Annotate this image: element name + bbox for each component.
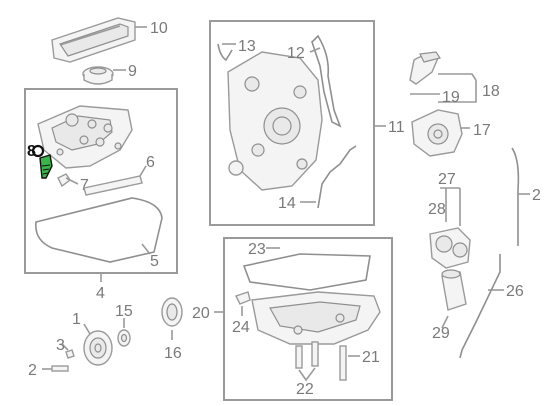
callout-22[interactable]: 22	[296, 381, 314, 398]
oil-filler-cap-part[interactable]	[82, 66, 114, 85]
callout-13[interactable]: 13	[238, 38, 256, 55]
callout-16[interactable]: 16	[164, 345, 182, 362]
callout-24[interactable]: 24	[232, 319, 250, 336]
callout-15[interactable]: 15	[115, 303, 133, 320]
oil-pan-group-box	[223, 237, 393, 401]
oil-filter-housing-part[interactable]	[429, 227, 471, 269]
callout-11[interactable]: 11	[388, 119, 405, 136]
dipstick-part[interactable]	[511, 147, 520, 246]
callout-6[interactable]: 6	[146, 154, 155, 171]
callout-7[interactable]: 7	[80, 177, 89, 194]
callout-9[interactable]: 9	[128, 63, 137, 80]
valve-cover-part[interactable]	[37, 105, 133, 169]
callout-3[interactable]: 3	[56, 337, 65, 354]
oil-filter-part[interactable]	[441, 269, 467, 311]
callout-17[interactable]: 17	[473, 122, 491, 139]
front-seal-part[interactable]	[161, 297, 183, 327]
callout-29[interactable]: 29	[432, 325, 450, 342]
seal-13-part[interactable]	[217, 43, 233, 62]
callout-12[interactable]: 12	[287, 45, 305, 62]
engine-cover-part[interactable]	[51, 17, 136, 63]
callout-25[interactable]: 2	[532, 187, 541, 204]
callout-28[interactable]: 28	[428, 201, 446, 218]
valve-cover-bolt-part[interactable]	[39, 154, 53, 179]
leader-18	[438, 73, 477, 103]
leader-12	[309, 47, 321, 53]
pan-bolts-part[interactable]	[295, 341, 319, 369]
leader-1	[83, 323, 91, 335]
leader-29	[441, 315, 449, 329]
callout-18[interactable]: 18	[482, 83, 500, 100]
callout-26[interactable]: 26	[506, 283, 524, 300]
drain-plug-part[interactable]	[235, 291, 251, 305]
callout-23[interactable]: 23	[248, 241, 266, 258]
timing-cover-group-box	[209, 20, 375, 226]
callout-19[interactable]: 19	[442, 89, 460, 106]
key-part[interactable]	[65, 349, 75, 359]
timing-cover-gasket-part[interactable]	[311, 34, 342, 128]
seal-part[interactable]	[83, 175, 143, 196]
timing-cover-part[interactable]	[227, 51, 323, 191]
gasket-14-part[interactable]	[317, 145, 357, 209]
washer-part[interactable]	[117, 329, 131, 347]
oil-pan-part[interactable]	[251, 291, 381, 345]
callout-14[interactable]: 14	[278, 195, 296, 212]
leader-22	[298, 367, 316, 382]
callout-8[interactable]: 8	[27, 143, 36, 160]
crank-bolt-part[interactable]	[51, 365, 69, 372]
oil-pump-part[interactable]	[411, 109, 463, 157]
valve-cover-gasket-part[interactable]	[35, 197, 163, 263]
pan-stud-part[interactable]	[339, 345, 347, 381]
oil-pickup-part[interactable]	[409, 51, 441, 85]
callout-27[interactable]: 27	[438, 171, 456, 188]
callout-8-ring	[31, 144, 45, 158]
callout-10[interactable]: 10	[150, 20, 168, 37]
leader-6	[139, 165, 147, 177]
dipstick-tube-part[interactable]	[459, 254, 501, 359]
idler-part[interactable]	[228, 160, 244, 176]
callout-1[interactable]: 1	[72, 311, 81, 328]
callout-21[interactable]: 21	[362, 349, 380, 366]
callout-5[interactable]: 5	[150, 253, 159, 270]
leader-5	[141, 243, 151, 255]
callout-20[interactable]: 20	[192, 305, 210, 322]
leader-3	[61, 343, 69, 351]
callout-4[interactable]: 4	[96, 285, 105, 302]
oil-pan-gasket-part[interactable]	[242, 253, 371, 291]
stud-part[interactable]	[57, 173, 79, 188]
callout-2[interactable]: 2	[28, 362, 37, 379]
crank-pulley-part[interactable]	[83, 330, 113, 366]
